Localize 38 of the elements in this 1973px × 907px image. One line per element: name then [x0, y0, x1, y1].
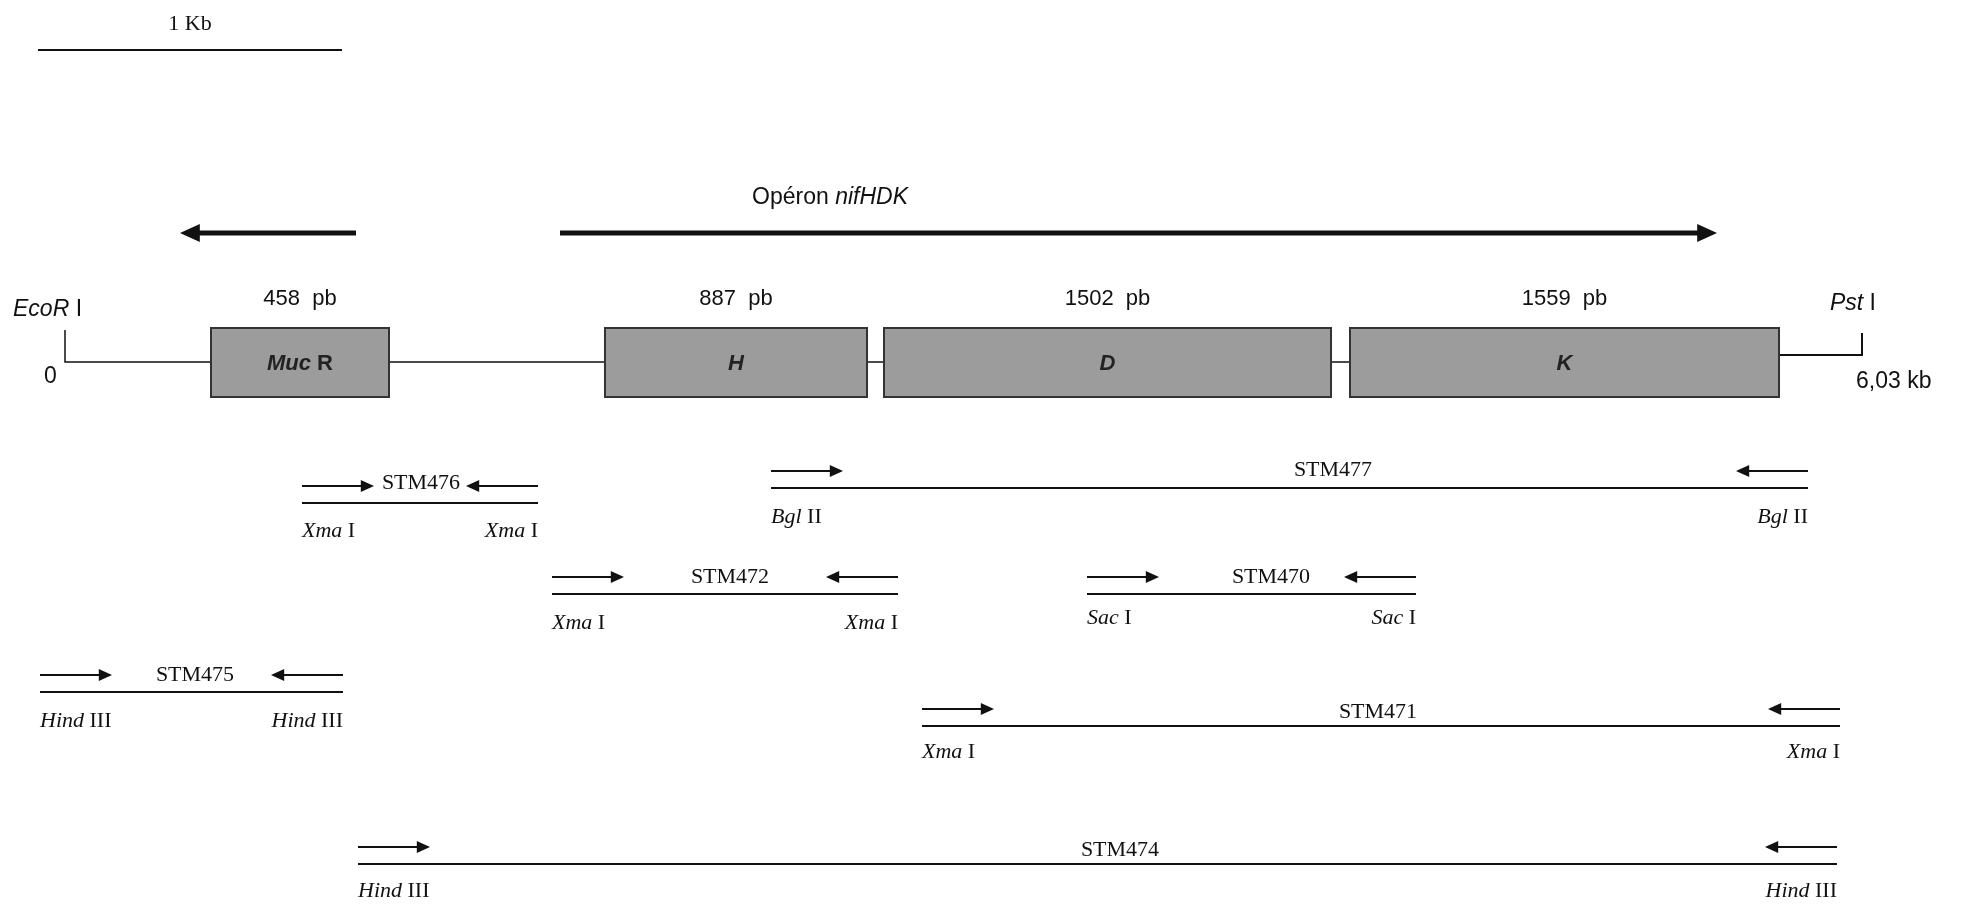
gene-size: 887 pb — [699, 284, 773, 312]
gene-size: 458 pb — [263, 284, 337, 312]
map-label: STM475 — [155, 663, 235, 685]
map-label: STM477 — [1293, 458, 1373, 480]
map-label: Xma I — [922, 740, 976, 762]
gene-size: 1559 pb — [1521, 284, 1608, 312]
map-annotation: EcoR I — [13, 296, 83, 320]
map-label: Sac I — [1087, 606, 1132, 628]
gene-name: H — [728, 349, 744, 377]
map-annotation: 0 — [44, 363, 57, 387]
map-annotation: Pst I — [1830, 290, 1876, 314]
gene-name: D — [1099, 349, 1116, 377]
map-label: Xma I — [552, 611, 606, 633]
map-label: STM471 — [1338, 700, 1418, 722]
map-label: Xma I — [1786, 740, 1840, 762]
map-label: Hind III — [1765, 879, 1837, 901]
backbone-line — [389, 361, 605, 363]
map-label: STM470 — [1231, 565, 1311, 587]
gene-size: 1502 pb — [1064, 284, 1151, 312]
map-annotation: Opéron nifHDK — [752, 184, 908, 208]
backbone-line — [1331, 361, 1350, 363]
map-annotation: 6,03 kb — [1856, 368, 1932, 392]
map-label: STM472 — [690, 565, 770, 587]
map-label: 1 Kb — [168, 12, 212, 34]
map-label: Xma I — [844, 611, 898, 633]
map-label: Hind III — [271, 709, 343, 731]
backbone-line — [867, 361, 884, 363]
map-label: STM474 — [1080, 838, 1160, 860]
map-label: Bgl II — [1757, 505, 1808, 527]
map-label: Bgl II — [771, 505, 822, 527]
gene-name: K — [1556, 349, 1573, 377]
map-label: Sac I — [1371, 606, 1416, 628]
gene-name: Muc R — [267, 349, 333, 377]
map-label: Hind III — [40, 709, 112, 731]
map-label: Xma I — [302, 519, 356, 541]
map-label: Xma I — [484, 519, 538, 541]
map-label: Hind III — [358, 879, 430, 901]
map-label: STM476 — [381, 471, 461, 493]
